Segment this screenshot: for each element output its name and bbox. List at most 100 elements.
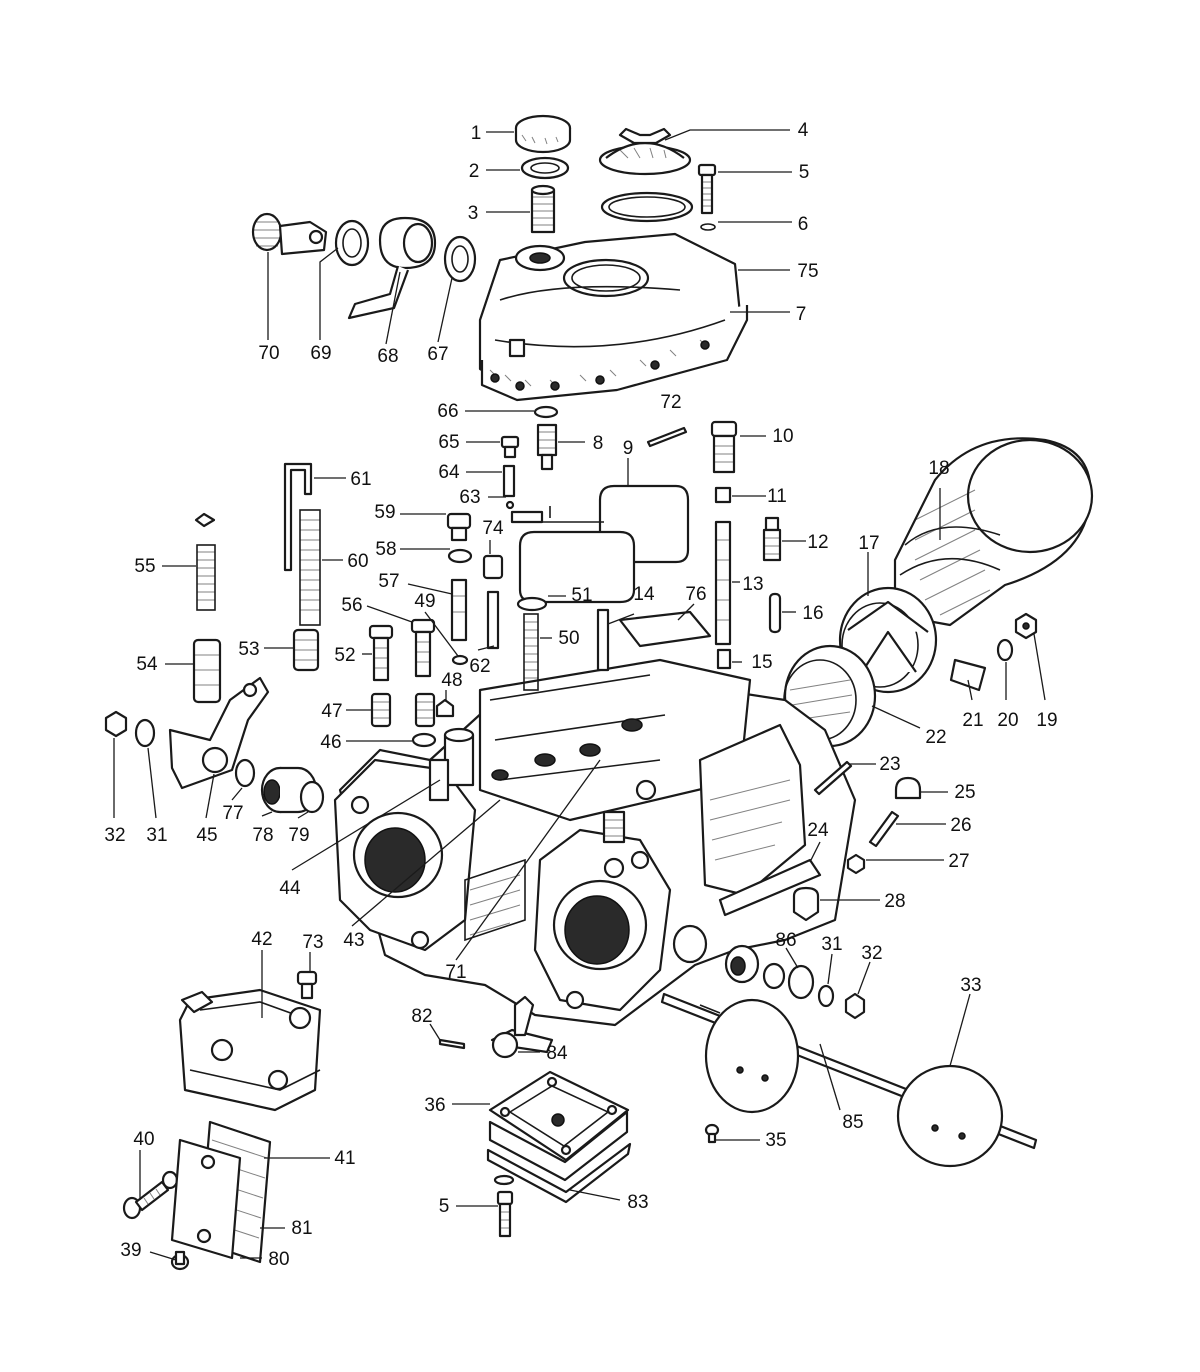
part-27-nut — [846, 853, 866, 875]
callout-10: 10 — [772, 426, 793, 447]
callout-69: 69 — [310, 343, 331, 364]
part-67-washer — [443, 235, 477, 283]
callout-19: 19 — [1036, 710, 1057, 731]
callout-63: 63 — [459, 487, 480, 508]
part-9-floats — [510, 484, 690, 604]
part-main-body — [333, 658, 857, 1027]
callout-58: 58 — [375, 539, 396, 560]
part-58-washer — [447, 548, 473, 564]
callout-28: 28 — [884, 891, 905, 912]
part-2-washer — [520, 156, 570, 180]
callout-73: 73 — [302, 932, 323, 953]
callout-48: 48 — [441, 670, 462, 691]
parts-artwork — [104, 114, 1094, 1271]
part-86-bearing — [724, 944, 815, 1000]
part-6-gasket — [600, 191, 694, 223]
part-32-nut-right — [844, 992, 866, 1020]
callout-80: 80 — [268, 1249, 289, 1270]
callout-9: 9 — [623, 438, 634, 459]
part-23-spring — [813, 760, 853, 796]
part-35-screw — [704, 1123, 720, 1144]
part-79-washer — [299, 780, 325, 814]
callout-70: 70 — [258, 343, 279, 364]
callout-77: 77 — [222, 803, 243, 824]
part-61-rod — [283, 462, 313, 572]
part-52-jet — [368, 624, 394, 682]
callout-15: 15 — [751, 652, 772, 673]
part-8-needle-valve — [536, 423, 558, 471]
callout-46: 46 — [320, 732, 341, 753]
callout-13: 13 — [742, 574, 763, 595]
callout-11: 11 — [767, 486, 787, 507]
callout-72: 72 — [660, 392, 681, 413]
part-69-washer — [334, 219, 370, 267]
callout-23: 23 — [879, 754, 900, 775]
callout-86: 86 — [775, 930, 796, 951]
callout-61: 61 — [350, 469, 371, 490]
part-7-top-cover — [478, 232, 749, 402]
callout-36: 36 — [424, 1095, 445, 1116]
callout-45: 45 — [196, 825, 217, 846]
part-5-bottom-screw — [493, 1174, 515, 1238]
callout-79: 79 — [288, 825, 309, 846]
part-83-gasket — [486, 1142, 632, 1204]
callout-12: 12 — [807, 532, 828, 553]
part-45-lever — [168, 676, 270, 790]
part-36-base-plate — [488, 1070, 630, 1182]
part-21-plate — [949, 658, 987, 692]
part-55-spring — [194, 512, 216, 611]
part-31-tab-right — [817, 984, 835, 1008]
callout-16: 16 — [802, 603, 823, 624]
callout-5: 5 — [799, 162, 810, 183]
part-31-tab-left — [134, 718, 156, 748]
callout-51: 51 — [571, 585, 592, 606]
callout-42: 42 — [251, 929, 272, 950]
callout-3: 3 — [468, 203, 479, 224]
callout-24: 24 — [807, 820, 829, 841]
callout-60: 60 — [347, 551, 368, 572]
part-76-gasket — [618, 610, 712, 648]
callout-40: 40 — [133, 1129, 154, 1150]
part-4-cover — [598, 127, 692, 176]
callout-22: 22 — [925, 727, 946, 748]
part-56-jet — [410, 618, 436, 678]
callout-31-left: 31 — [146, 825, 167, 846]
part-19-nut — [1014, 612, 1038, 640]
part-1-plug — [514, 114, 572, 154]
part-46-washer — [411, 732, 437, 748]
callout-6: 6 — [798, 214, 809, 235]
part-20-clip — [996, 638, 1014, 662]
part-14-rod — [596, 608, 610, 672]
callout-18: 18 — [928, 458, 949, 479]
callout-44: 44 — [279, 878, 301, 899]
callout-14: 14 — [633, 584, 655, 605]
callout-33: 33 — [960, 975, 981, 996]
callout-57: 57 — [378, 571, 399, 592]
part-3-filter — [530, 184, 556, 234]
part-5-screw — [697, 163, 717, 215]
part-26-needle — [868, 810, 900, 848]
callout-27: 27 — [948, 851, 969, 872]
part-40-screw — [122, 1180, 170, 1220]
part-16-tube — [768, 592, 782, 634]
callout-50: 50 — [558, 628, 579, 649]
part-13-emulsion-tube — [714, 520, 732, 646]
callout-59: 59 — [374, 502, 395, 523]
callout-54: 54 — [136, 654, 158, 675]
callout-7: 7 — [796, 304, 807, 325]
part-28-plug — [792, 886, 820, 922]
callout-75: 75 — [797, 261, 818, 282]
callout-82: 82 — [411, 1006, 432, 1027]
callout-64: 64 — [438, 462, 460, 483]
callout-68: 68 — [377, 346, 398, 367]
part-70-banjo-bolt — [251, 212, 328, 256]
callout-17: 17 — [858, 533, 879, 554]
callout-62: 62 — [469, 656, 490, 677]
callout-41: 41 — [334, 1148, 355, 1169]
part-39-screw — [170, 1250, 190, 1271]
callout-85: 85 — [842, 1112, 863, 1133]
callout-49: 49 — [414, 591, 435, 612]
callout-56: 56 — [341, 595, 362, 616]
callout-21: 21 — [962, 710, 983, 731]
callout-25: 25 — [954, 782, 975, 803]
